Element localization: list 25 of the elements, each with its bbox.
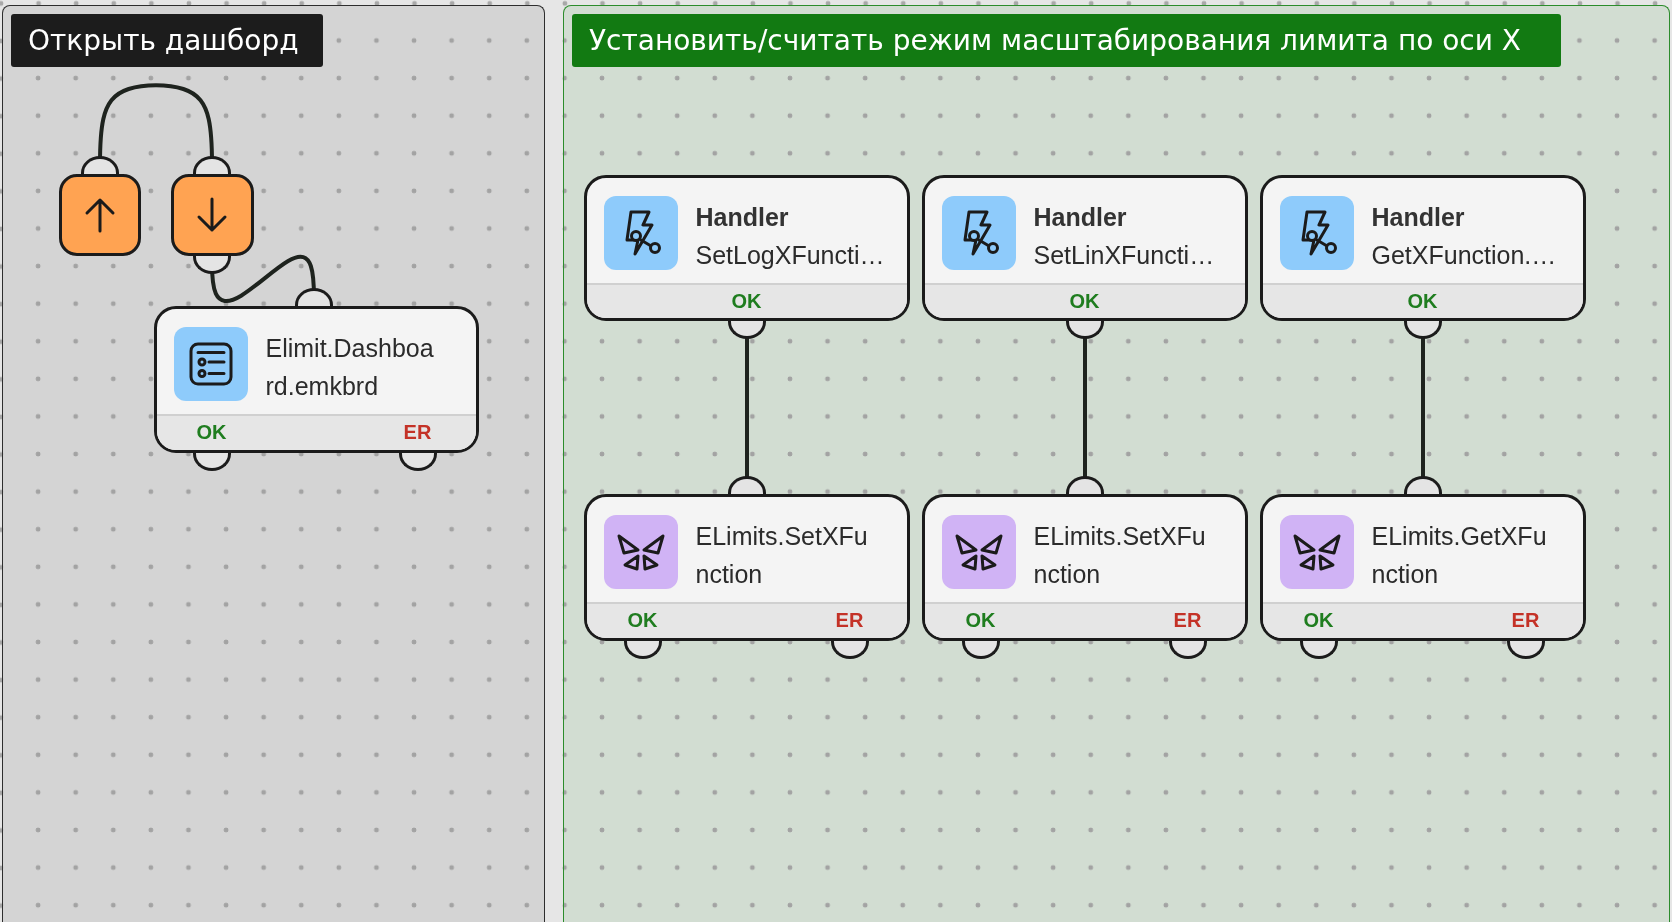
outcome-label: ER — [835, 608, 864, 631]
outcome-label: OK — [627, 608, 658, 631]
outcome-label: ER — [1511, 608, 1540, 631]
block-title: ELimits.SetXFunction — [1033, 520, 1207, 590]
outcome-label: OK — [1303, 608, 1334, 631]
block-title: Handler — [1371, 201, 1465, 233]
outcome-label: OK — [1069, 289, 1100, 312]
block-subtitle: SetLinXFuncti… — [1033, 239, 1215, 271]
group-panel — [563, 5, 1670, 922]
outcome-label: OK — [196, 420, 227, 443]
block-title: Handler — [1033, 201, 1127, 233]
block-subtitle: GetXFunction.… — [1371, 239, 1557, 271]
group-title: Открыть дашборд — [11, 14, 323, 67]
block-title: ELimits.GetXFunction — [1371, 520, 1548, 590]
outcome-label: OK — [1407, 289, 1438, 312]
block-title: Elimit.Dashboard.emkbrd — [265, 332, 435, 402]
block-title: Handler — [695, 201, 789, 233]
outcome-label: OK — [965, 608, 996, 631]
outcome-label: ER — [1173, 608, 1202, 631]
group-panel — [2, 5, 545, 922]
group-title: Установить/считать режим масштабирования лимита по оси X — [572, 14, 1561, 67]
block-subtitle: SetLogXFuncti… — [695, 239, 885, 271]
block-title: ELimits.SetXFunction — [695, 520, 869, 590]
outcome-label: ER — [403, 420, 432, 443]
outcome-label: OK — [731, 289, 762, 312]
